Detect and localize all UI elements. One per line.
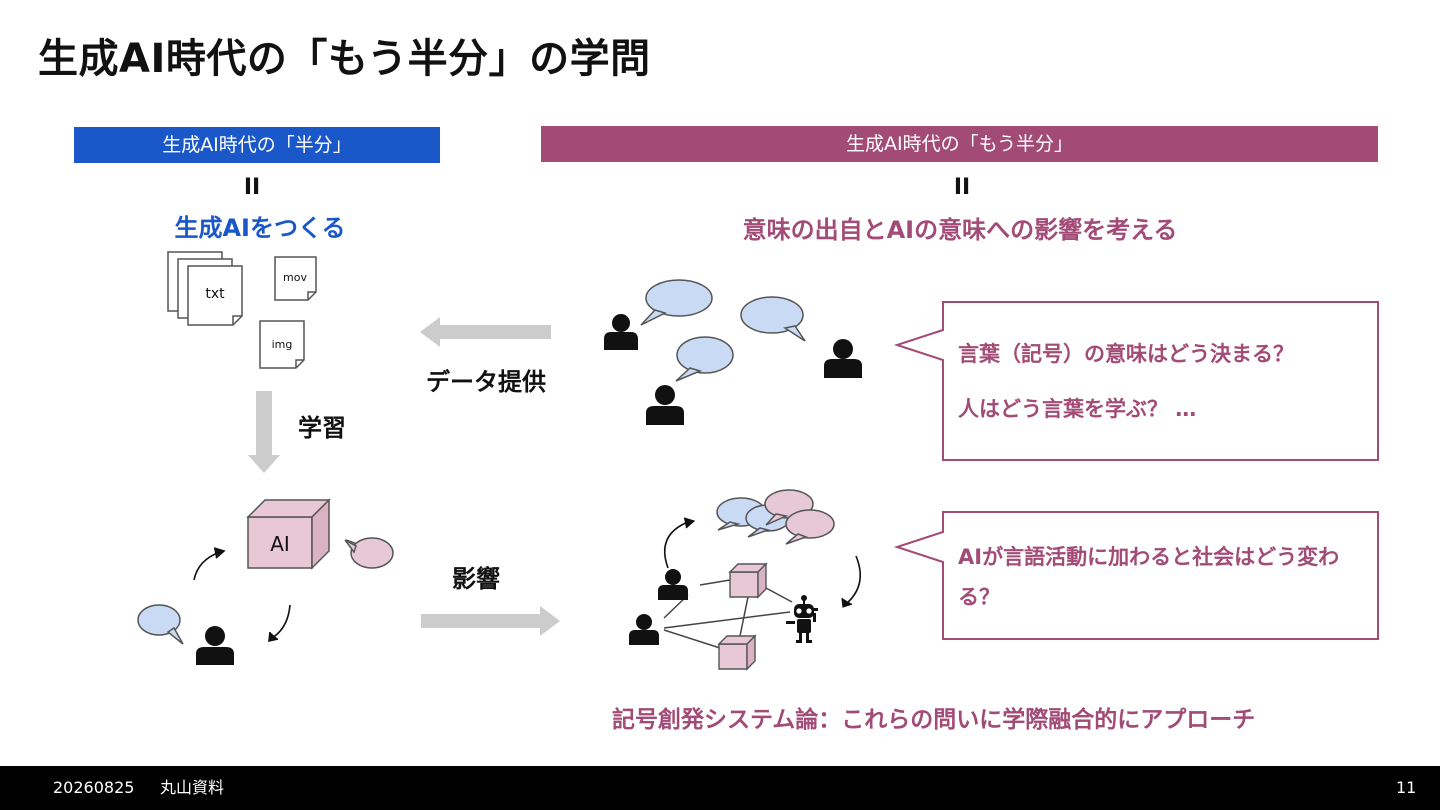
left-subtitle: 生成AIをつくる — [174, 214, 346, 242]
left-header: 生成AI時代の「半分」 — [74, 127, 440, 163]
question-2-text: AIが言語活動に加わると社会はどう変わる？ — [958, 545, 1340, 609]
img-file-label: img — [272, 338, 293, 351]
footer-date: 20260825 — [53, 778, 135, 797]
txt-file-stack-icon: txt — [167, 251, 243, 326]
img-file-icon: img — [259, 320, 305, 369]
person-icon — [196, 626, 234, 665]
robot-icon — [786, 595, 818, 643]
bottom-summary-text: 記号創発システム論：これらの問いに学際融合的にアプローチ — [612, 707, 1256, 733]
footer-author: 丸山資料 — [160, 778, 225, 797]
ai-cube-icon: AI — [246, 498, 331, 570]
page-title: 生成AI時代の「もう半分」の学問 — [38, 36, 651, 82]
mov-file-icon: mov — [274, 256, 317, 301]
learning-down-arrow-icon — [248, 391, 280, 473]
question-1-line-2: 人はどう言葉を学ぶ？ … — [958, 397, 1197, 421]
learning-label: 学習 — [298, 414, 346, 442]
question-box-2-frame — [893, 511, 1379, 640]
footer-page-number: 11 — [1396, 778, 1417, 797]
diagram-canvas: txt mov img AI — [137, 251, 1379, 671]
ai-society-network-icon — [629, 489, 862, 671]
mov-file-label: mov — [283, 271, 307, 284]
data-provide-label: データ提供 — [426, 368, 546, 396]
right-equals-sign: II — [953, 175, 971, 200]
right-header: 生成AI時代の「もう半分」 — [541, 126, 1378, 162]
txt-file-label: txt — [205, 286, 225, 302]
influence-label: 影響 — [452, 565, 500, 593]
data-provide-left-arrow-icon — [420, 317, 551, 347]
conversation-people-icon — [604, 279, 862, 425]
footer-bar: 20260825 丸山資料 11 — [0, 766, 1440, 810]
pink-speech-bubble-icon — [344, 537, 394, 569]
ai-cube-label: AI — [270, 532, 290, 556]
right-subtitle: 意味の出自とAIの意味への影響を考える — [742, 216, 1178, 244]
blue-speech-bubble-icon — [137, 604, 184, 645]
left-equals-sign: II — [243, 175, 261, 200]
question-box-1-frame — [893, 301, 1379, 461]
question-1-line-1: 言葉（記号）の意味はどう決まる？ — [958, 342, 1294, 366]
influence-right-arrow-icon — [421, 606, 560, 636]
cycle-arrows-icon — [193, 547, 291, 643]
